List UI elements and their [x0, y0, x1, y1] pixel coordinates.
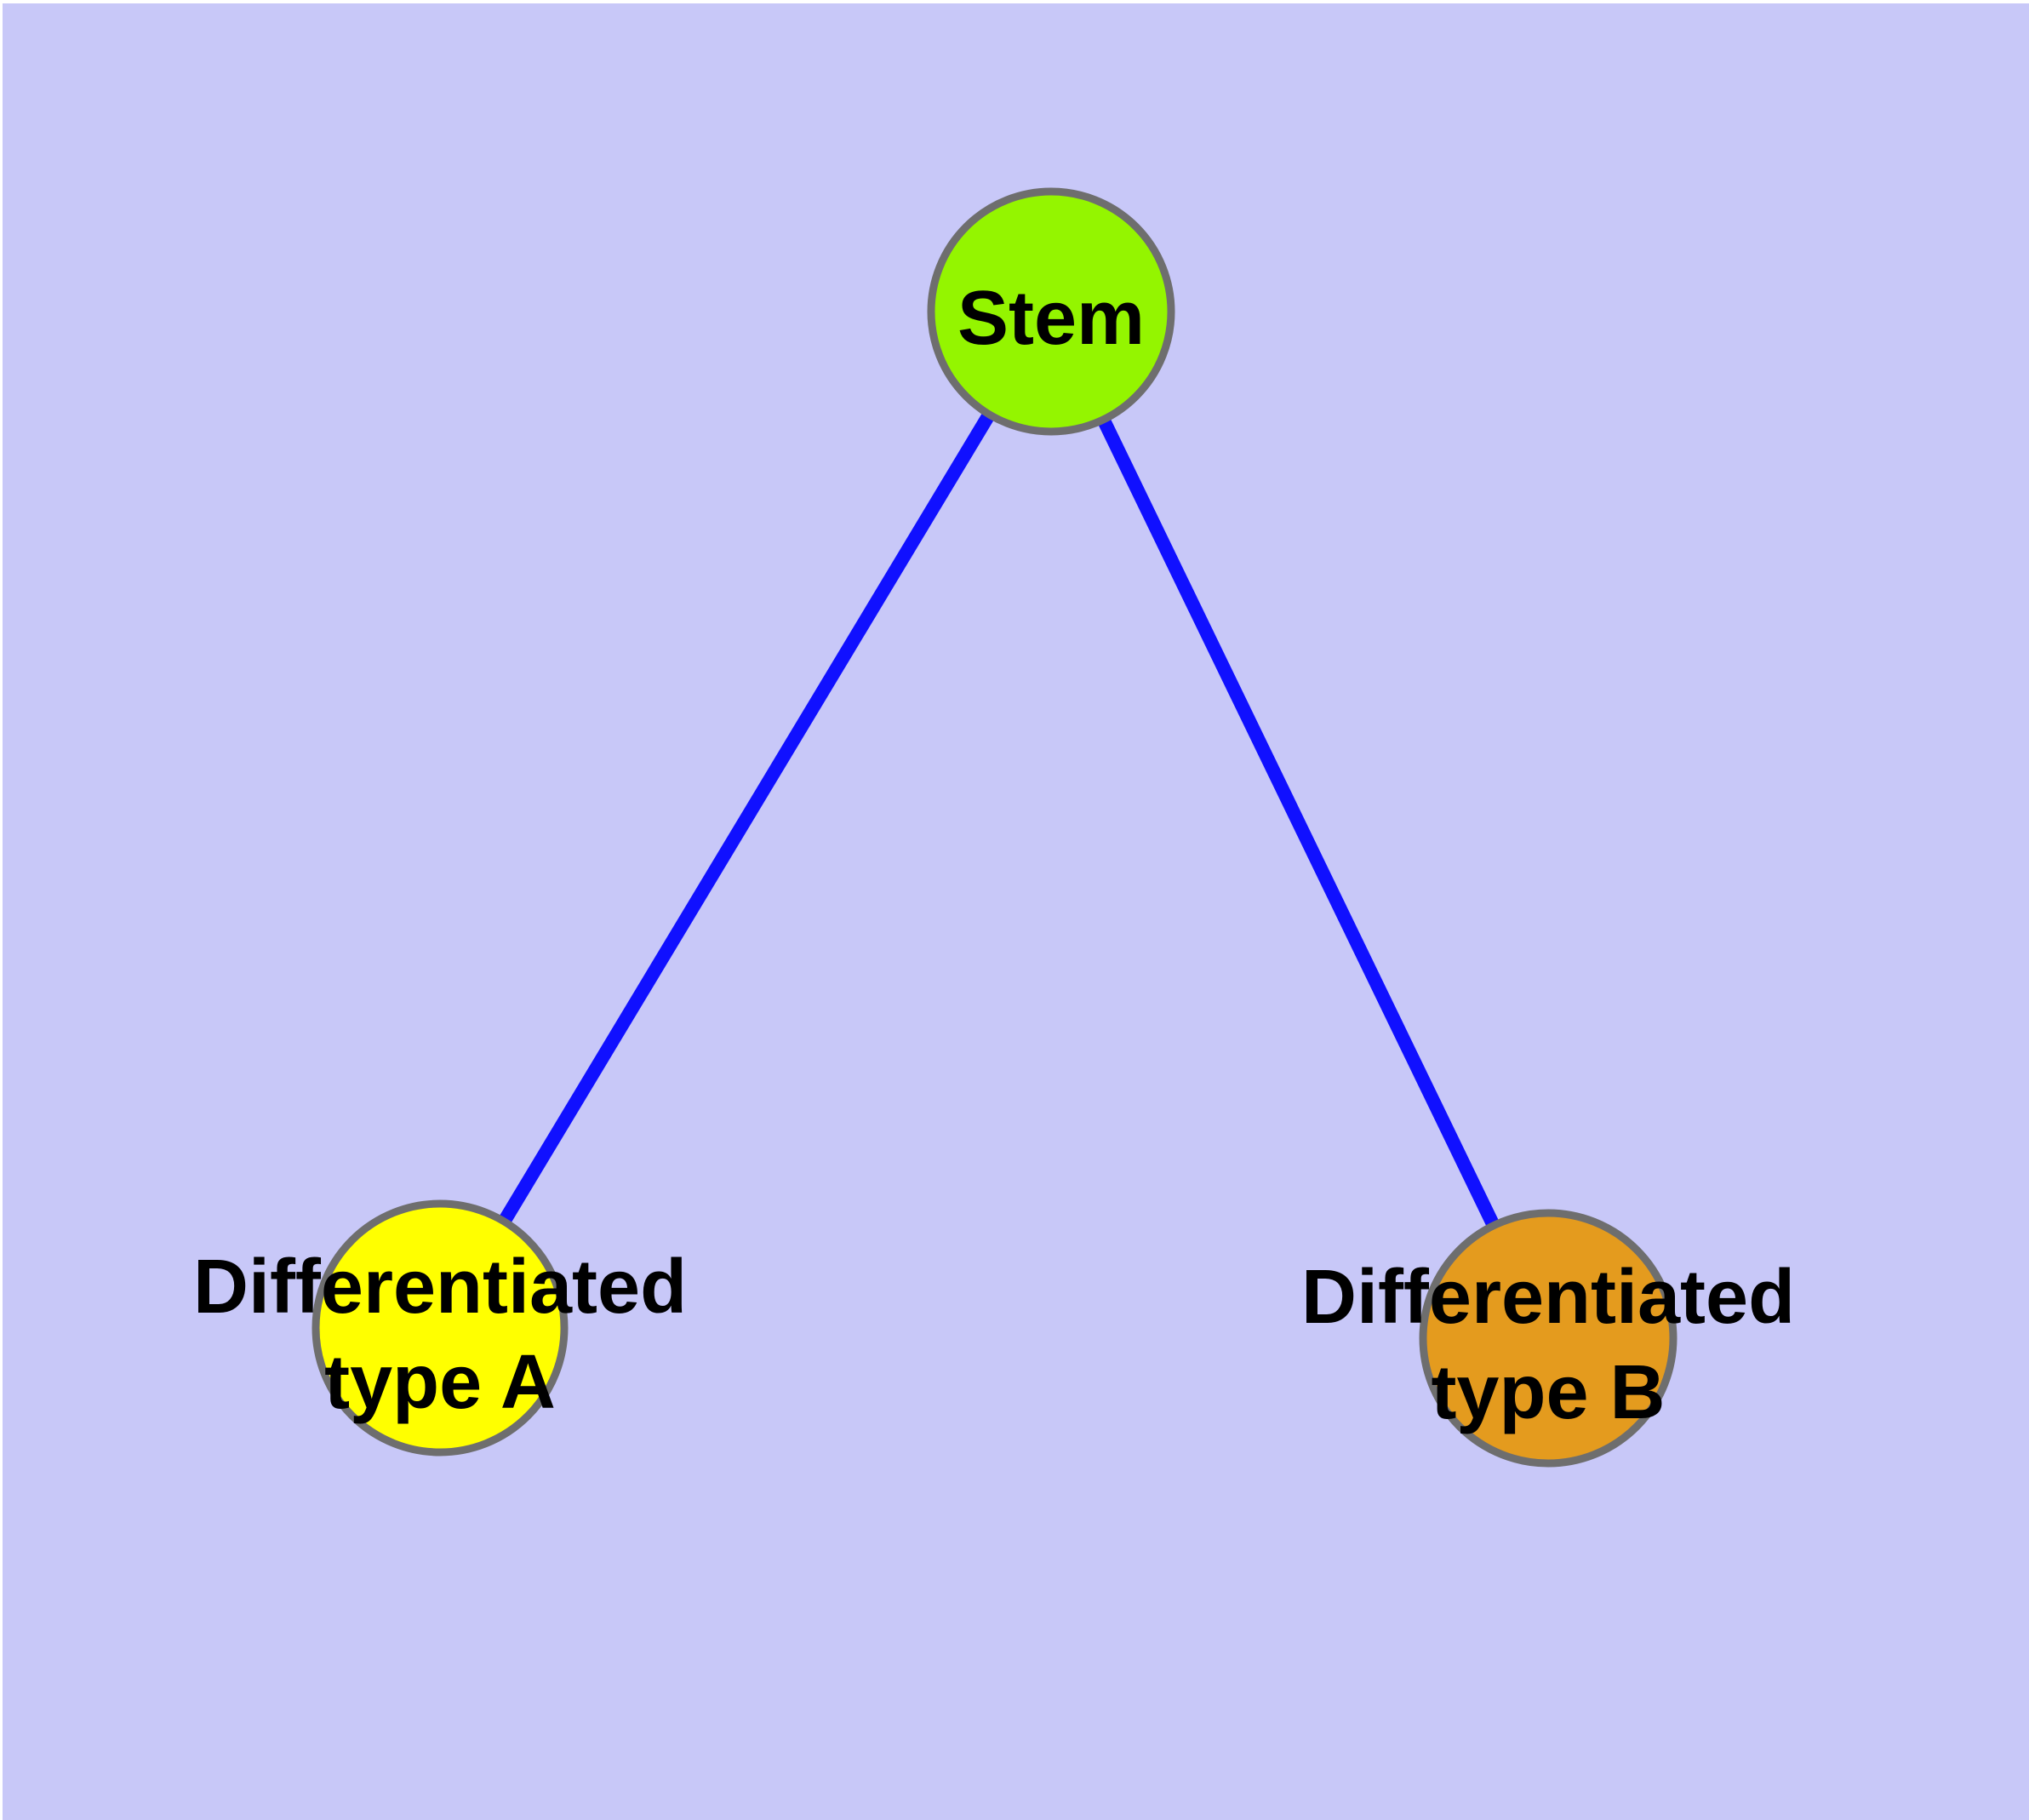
node-type-a-label-line2: type A — [324, 1340, 556, 1425]
node-type-b-circle — [1419, 1209, 1677, 1468]
node-type-a-label-line1: Differentiated — [192, 1245, 688, 1330]
edge-stem-to-type-b — [1044, 308, 1555, 1342]
edge-stem-to-type-a — [434, 307, 1057, 1332]
node-type-b-label-line2: type B — [1431, 1350, 1666, 1435]
node-stem-label-text: Stem — [957, 276, 1146, 361]
node-type-a-label: Differentiated type A — [193, 1239, 687, 1430]
node-stem-label: Stem — [957, 271, 1145, 366]
node-type-b-label: Differentiated type B — [1301, 1250, 1795, 1440]
node-type-b-label-line1: Differentiated — [1300, 1255, 1796, 1340]
node-stem-circle — [927, 187, 1175, 436]
node-type-a-circle — [311, 1199, 569, 1457]
